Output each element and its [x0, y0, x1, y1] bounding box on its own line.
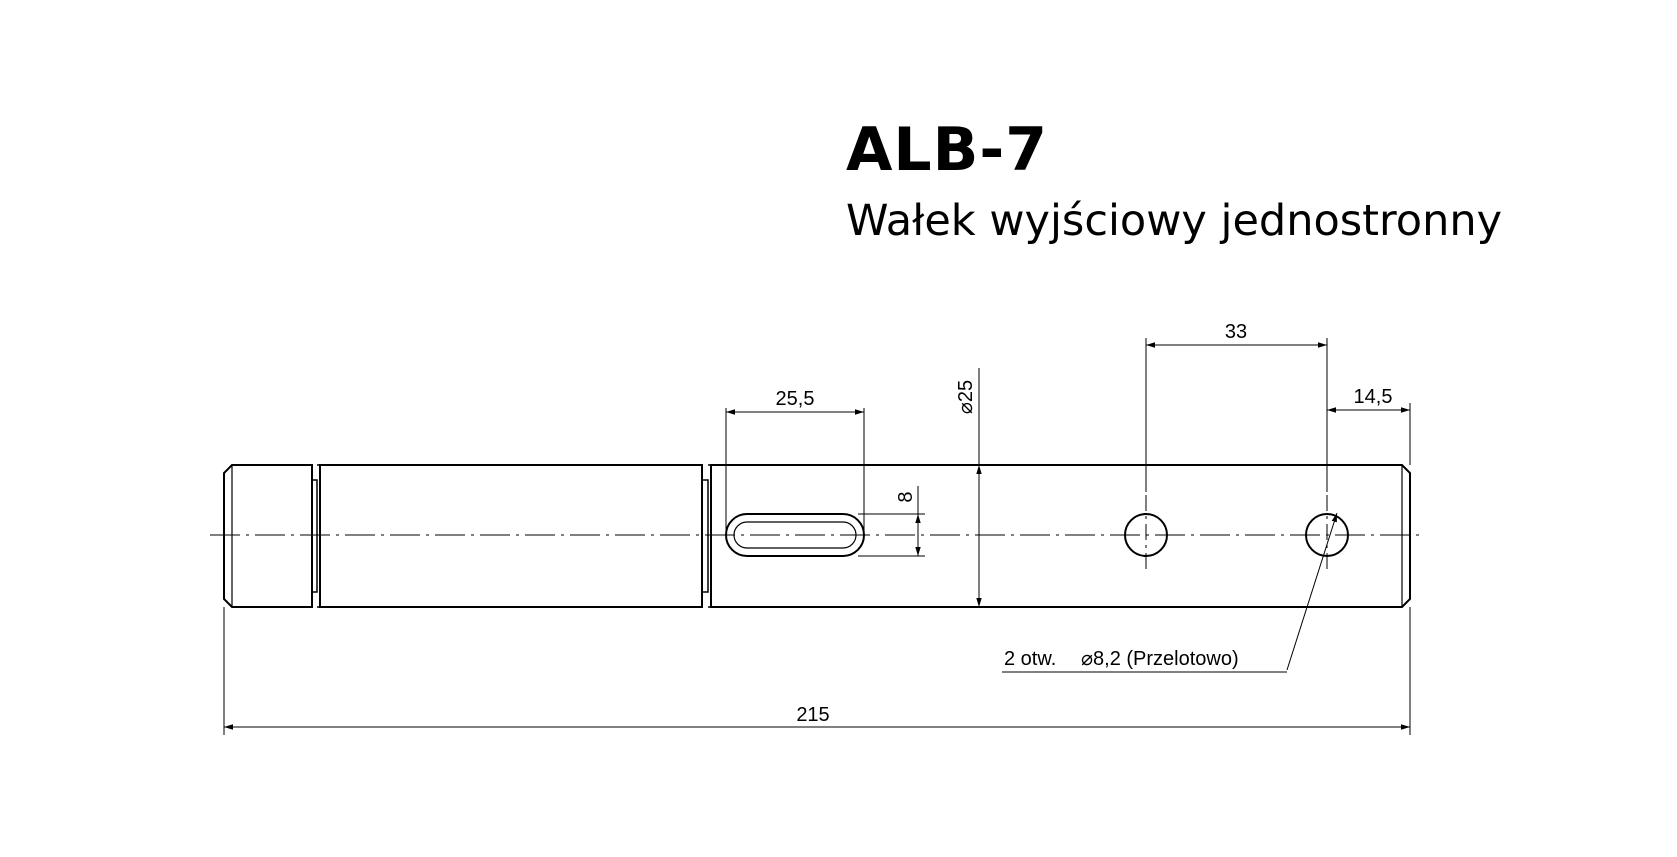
drawing-subtitle: Wałek wyjściowy jednostronny [846, 196, 1503, 246]
hole-note-spec: ⌀8,2 (Przelotowo) [1081, 648, 1239, 670]
dim-shaft-diameter-label: ⌀25 [955, 380, 977, 414]
drawing-title: ALB-7 [846, 115, 1049, 185]
title-block: ALB-7 Wałek wyjściowy jednostronny [846, 120, 1502, 243]
hole-note-count: 2 otw. [1004, 648, 1056, 670]
dim-hole-spacing [1145, 338, 1328, 492]
hole-note-leader [1002, 512, 1338, 673]
dim-key-slot-width-label: 8 [895, 491, 917, 502]
dim-key-slot-length [725, 408, 865, 535]
dim-total-length-label: 215 [796, 704, 829, 726]
through-holes [1124, 495, 1349, 572]
dim-total-length [223, 607, 1411, 735]
dim-hole-spacing-label: 33 [1225, 321, 1247, 343]
dim-key-slot-width [858, 486, 925, 557]
dim-hole-to-end [1327, 403, 1411, 465]
dim-hole-to-end-label: 14,5 [1354, 386, 1393, 408]
shaft-outline [223, 464, 1411, 608]
dim-key-slot-length-label: 25,5 [776, 388, 815, 410]
